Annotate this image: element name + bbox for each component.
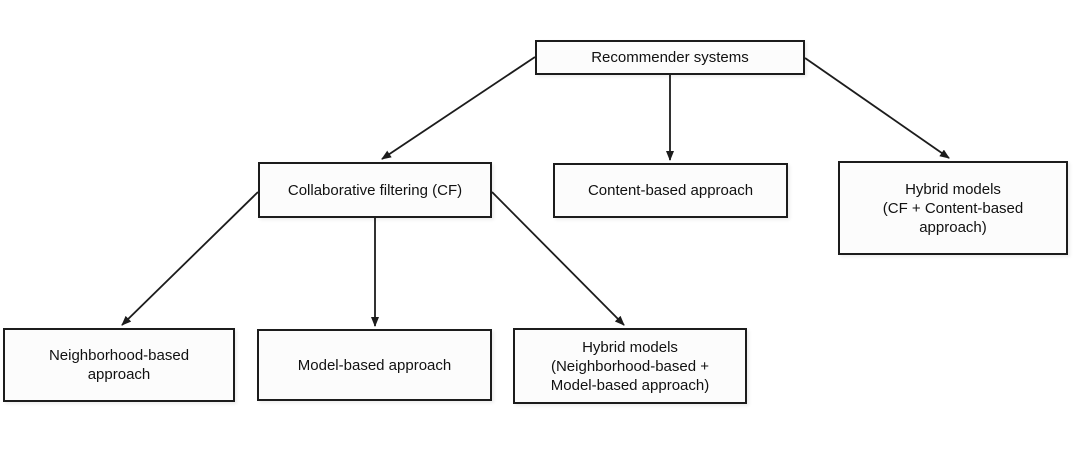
edge-root-to-hybrid-cf-content [804, 57, 950, 159]
node-hybrid-neighborhood-model: Hybrid models (Neighborhood-based + Mode… [513, 328, 747, 404]
node-collaborative-filtering: Collaborative filtering (CF) [258, 162, 492, 218]
node-recommender-systems: Recommender systems [535, 40, 805, 75]
node-hybrid-cf-content: Hybrid models (CF + Content-based approa… [838, 161, 1068, 255]
node-neighborhood-based-approach: Neighborhood-based approach [3, 328, 235, 402]
node-model-based-approach: Model-based approach [257, 329, 492, 401]
edge-cf-to-neighborhood-based [121, 191, 259, 326]
node-content-based-approach: Content-based approach [553, 163, 788, 218]
edge-root-to-collaborative-filtering [381, 56, 536, 160]
